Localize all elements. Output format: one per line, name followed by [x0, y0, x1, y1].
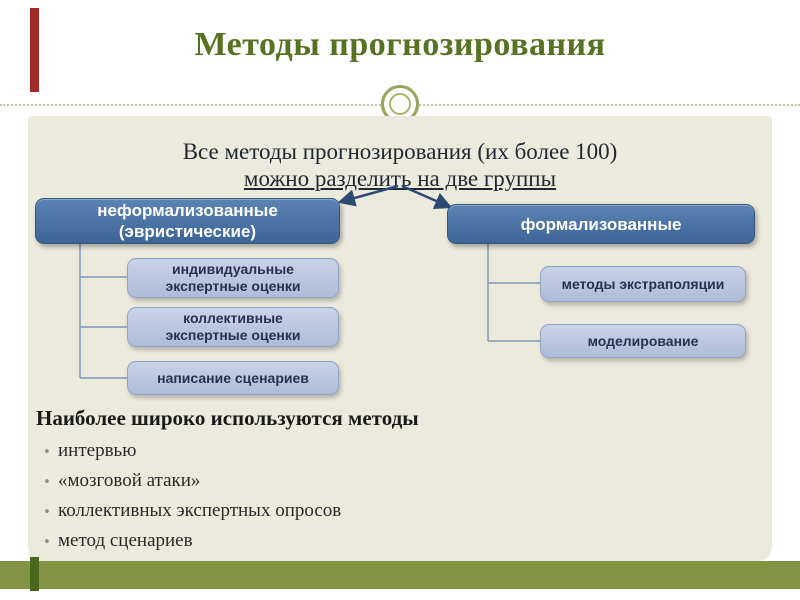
subbox-label: методы экстраполяции [561, 275, 725, 292]
subbox-label: моделирование [587, 332, 699, 349]
subbox-modeling: моделирование [540, 324, 746, 358]
list-item: • «мозговой атаки» [36, 469, 736, 495]
group-box-formal: формализованные [447, 204, 755, 244]
bullet-icon: • [43, 475, 51, 490]
subbox-individual-expert: индивидуальные экспертные оценки [127, 258, 339, 298]
group-box-formal-label: формализованные [520, 214, 682, 234]
subbox-label: индивидуальные экспертные оценки [165, 261, 301, 294]
list-item: • интервью [36, 439, 736, 465]
intro-line-1: Все методы прогнозирования (их более 100… [182, 139, 618, 164]
slide-title: Методы прогнозирования [194, 26, 606, 63]
notes-heading: Наиболее широко используются методы [36, 406, 419, 430]
footer-olive-bar [0, 561, 800, 589]
intro-text: Все методы прогнозирования (их более 100… [0, 138, 800, 192]
notes-block: Наиболее широко используются методы • ин… [36, 406, 736, 559]
subbox-collective-expert: коллективные экспертные оценки [127, 307, 339, 347]
bullet-text: коллективных экспертных опросов [58, 500, 342, 521]
list-item: • коллективных экспертных опросов [36, 499, 736, 525]
red-accent-bar [30, 8, 39, 92]
group-box-informal-label: неформализованные (эвристические) [97, 201, 278, 241]
subbox-extrapolation: методы экстраполяции [540, 266, 746, 302]
subbox-label: написание сценариев [157, 369, 309, 386]
bullet-text: метод сценариев [58, 530, 193, 551]
bullet-text: «мозговой атаки» [58, 470, 201, 491]
group-box-informal: неформализованные (эвристические) [35, 198, 340, 244]
bullet-text: интервью [58, 440, 137, 461]
bullet-icon: • [43, 505, 51, 520]
subbox-scenario-writing: написание сценариев [127, 361, 339, 395]
list-item: • метод сценариев [36, 529, 736, 555]
subbox-label: коллективные экспертные оценки [165, 310, 301, 343]
footer-green-accent-bar [30, 557, 39, 591]
circle-ornament-inner-ring [389, 93, 411, 115]
bullet-icon: • [43, 535, 51, 550]
bullet-icon: • [43, 445, 51, 460]
intro-line-2: можно разделить на две группы [243, 166, 557, 191]
